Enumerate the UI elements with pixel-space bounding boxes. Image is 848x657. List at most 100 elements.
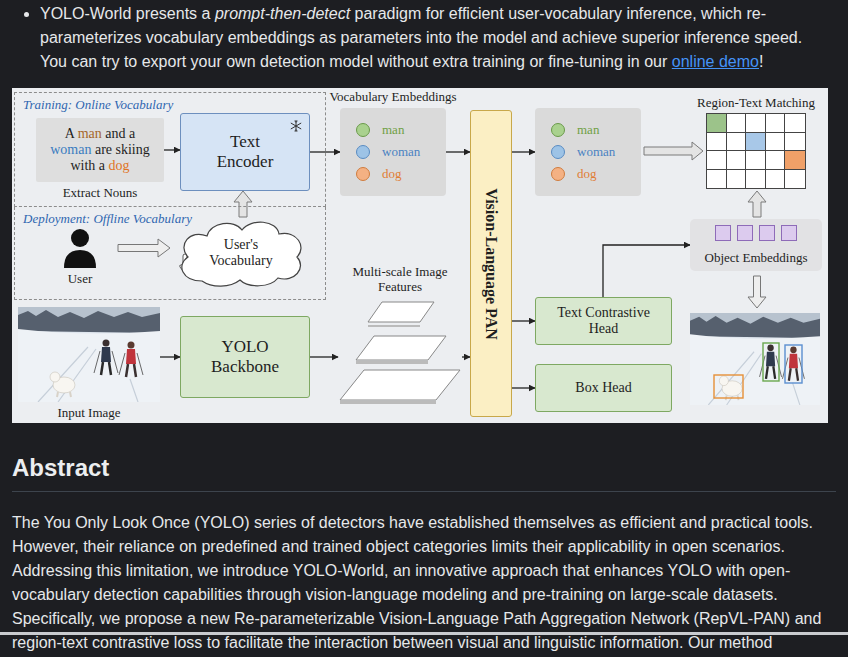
- grid-cell: [785, 133, 805, 152]
- demo-link: online demo: [672, 53, 759, 70]
- grid-cell: [727, 151, 747, 170]
- node-text: A man and a woman are skiing with a dog: [48, 126, 152, 174]
- connector: [446, 151, 470, 152]
- embedding-row: man: [551, 119, 615, 141]
- embedding-dot: [551, 123, 565, 137]
- embedding-row: woman: [356, 141, 420, 163]
- embedding-label: dog: [382, 166, 402, 182]
- grid-cell: [785, 151, 805, 170]
- grid-cell: [707, 170, 727, 189]
- connector: [310, 151, 340, 152]
- node-text: User's Vocabulary: [199, 237, 283, 269]
- intro-text: !: [759, 53, 763, 70]
- sentence-box: A man and a woman are skiing with a dogE…: [36, 118, 164, 182]
- node-heading: Deployment: Offline Vocabulary: [23, 211, 192, 227]
- encoder-box: Text Encoder: [180, 113, 310, 191]
- embedding-list: man woman dog: [551, 119, 615, 185]
- grid-cell: [707, 133, 727, 152]
- node-heading: Input Image: [57, 405, 120, 421]
- node-content: man woman dog: [340, 108, 446, 196]
- grid-cell: [785, 114, 805, 133]
- node-heading: Vocabulary Embeddings: [329, 89, 456, 105]
- node-content: User's Vocabulary: [172, 217, 310, 289]
- connector: [603, 245, 690, 297]
- intro-text: YOLO-World presents a: [40, 5, 210, 22]
- embedding-row: dog: [551, 163, 615, 185]
- embedding-list: man woman dog: [356, 119, 420, 185]
- embedding-square: [759, 225, 775, 241]
- connector: [512, 320, 535, 321]
- user-label: User: [56, 271, 104, 287]
- connector: [644, 142, 703, 160]
- grid-cell: [727, 133, 747, 152]
- connector: [512, 387, 535, 388]
- embedding-dot: [551, 167, 565, 181]
- feature-plates: [338, 298, 462, 406]
- vocabulary-cloud: User's Vocabulary: [172, 217, 310, 289]
- node-content: [338, 298, 462, 406]
- embedding-label: man: [382, 122, 404, 138]
- grid-cell: [727, 170, 747, 189]
- grid-cell: [766, 114, 786, 133]
- embedding-label: dog: [577, 166, 597, 182]
- embedding-square: [781, 225, 797, 241]
- connector: [164, 149, 180, 150]
- node-text: Object Embeddings: [705, 251, 808, 266]
- embedding-squares: [712, 225, 800, 245]
- grid-cell: [746, 133, 766, 152]
- connector: [512, 151, 535, 152]
- intro-emphasis: prompt-then-detect: [215, 5, 350, 22]
- node-content: Text Encoder: [181, 114, 309, 190]
- bullet-item: YOLO-World presents aprompt-then-detectp…: [40, 2, 815, 74]
- embedding-dot: [356, 123, 370, 137]
- grid-cell: [746, 170, 766, 189]
- grid-cell: [785, 170, 805, 189]
- embedding-panel: manwomandogVocabulary Embeddings: [340, 108, 446, 196]
- node-heading: Multi-scale Image Features: [350, 264, 450, 295]
- node-content: man woman dog: [535, 108, 641, 196]
- grid-cell: [766, 151, 786, 170]
- grid-cell: [766, 170, 786, 189]
- section-heading: Abstract: [12, 452, 109, 484]
- embedding-label: woman: [382, 144, 420, 160]
- embedding-dot: [551, 145, 565, 159]
- embedding-row: woman: [551, 141, 615, 163]
- embedding-row: man: [356, 119, 420, 141]
- head-box: Text Contrastive Head: [535, 297, 672, 345]
- node-content: A man and a woman are skiing with a dog: [36, 118, 164, 182]
- heading-rule: [12, 491, 836, 492]
- node-heading: Extract Nouns: [63, 185, 138, 201]
- training-region: Training: Online VocabularyA man and a w…: [14, 92, 326, 207]
- grid-cell: [746, 114, 766, 133]
- backbone-box: YOLO Backbone: [180, 316, 310, 398]
- node-text: Text Contrastive Head: [549, 305, 659, 337]
- embedding-square: [737, 225, 753, 241]
- connector: [160, 356, 180, 357]
- grid-cell: [707, 114, 727, 133]
- node-content: [18, 307, 160, 402]
- feature-stack: Multi-scale Image Features: [338, 298, 462, 406]
- input-image: Input Image: [18, 307, 160, 402]
- node-text: YOLO Backbone: [200, 337, 290, 376]
- grid-cell: [707, 151, 727, 170]
- snowflake-icon: [289, 119, 303, 133]
- grid-cell: [766, 133, 786, 152]
- grid-cell: [727, 114, 747, 133]
- embedding-dot: [356, 167, 370, 181]
- pan-bar: Vision-Language PAN: [470, 110, 512, 417]
- embedding-label: woman: [577, 144, 615, 160]
- figure-panel: User Training: Online VocabularyA man an…: [12, 88, 828, 423]
- embedding-panel: man woman dog: [535, 108, 641, 196]
- head-box: Box Head: [535, 364, 672, 412]
- connector: [748, 191, 766, 217]
- node-text: Box Head: [575, 380, 631, 396]
- node-content: YOLO Backbone: [181, 317, 309, 397]
- object-panel: Object Embeddings: [690, 219, 822, 271]
- node-content: Box Head: [536, 365, 671, 411]
- embedding-label: man: [577, 122, 599, 138]
- connector: [234, 191, 252, 217]
- embedding-dot: [356, 145, 370, 159]
- matching-grid: Region-Text Matching: [706, 113, 806, 189]
- node-heading: Vision-Language PAN: [482, 188, 500, 340]
- node-content: Object Embeddings: [690, 219, 822, 271]
